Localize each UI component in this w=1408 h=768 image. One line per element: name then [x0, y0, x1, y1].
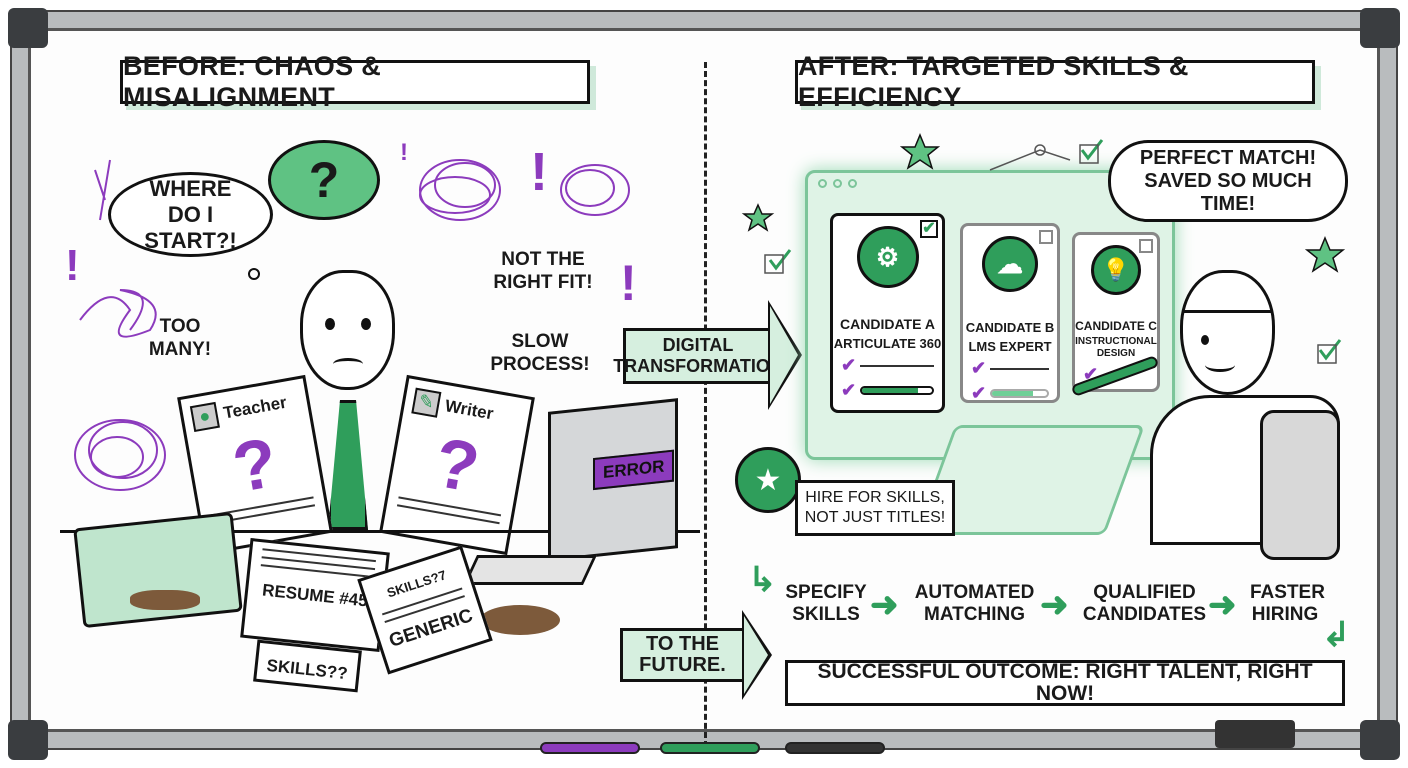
workflow-step: SPECIFY SKILLS — [785, 582, 867, 625]
check-icon: ✔ — [841, 380, 857, 400]
candidate-name: CANDIDATE C — [1075, 319, 1157, 333]
keyboard — [463, 555, 597, 585]
curved-arrow-icon: ↳ — [748, 561, 777, 599]
after-title: AFTER: TARGETED SKILLS & EFFICIENCY — [798, 51, 1189, 112]
match-progress-bar — [990, 389, 1049, 398]
frame-corner — [1360, 8, 1400, 48]
callout-not-right-fit: NOT THE RIGHT FIT! — [493, 249, 593, 293]
to-the-future-arrow: TO THE FUTURE. — [620, 610, 772, 700]
candidate-name: CANDIDATE B — [965, 320, 1055, 335]
thought-text: WHERE DO I START?! — [144, 175, 237, 253]
svg-text:!: ! — [65, 241, 80, 290]
before-title: BEFORE: CHAOS & MISALIGNMENT — [123, 51, 382, 112]
happy-person-head — [1180, 270, 1275, 395]
sparkle-decorations — [741, 133, 1346, 364]
callout-too-many: TOO MANY! — [148, 316, 212, 360]
checkbox-checked[interactable]: ✔ — [920, 220, 938, 238]
skills-label: SKILLS?? — [265, 655, 349, 684]
curved-arrow-down-icon: ↲ — [1322, 616, 1351, 654]
frame-corner — [8, 8, 48, 48]
resume-title: Writer — [443, 396, 495, 424]
candidate-name: CANDIDATE A — [840, 316, 935, 332]
callout-slow-process: SLOW PROCESS! — [490, 331, 590, 375]
speech-text: PERFECT MATCH! SAVED SO MUCH TIME! — [1139, 146, 1317, 215]
coffee-spill — [130, 590, 200, 610]
arrow-label: DIGITAL TRANSFORMATION — [613, 328, 783, 384]
arrow-label: TO THE FUTURE. — [620, 628, 745, 682]
gear-icon: ⚙ — [856, 226, 919, 288]
workflow-step: AUTOMATED MATCHING — [914, 582, 1035, 625]
outcome-box: SUCCESSFUL OUTCOME: RIGHT TALENT, RIGHT … — [785, 660, 1345, 706]
digital-transformation-arrow: DIGITAL TRANSFORMATION — [613, 300, 802, 410]
office-chair — [1260, 410, 1340, 560]
eraser[interactable] — [1215, 720, 1295, 748]
arrow-right-icon: ➜ — [1208, 586, 1237, 624]
candidate-card-a[interactable]: ✔ ⚙ CANDIDATE A ARTICULATE 360 ✔ ✔ — [830, 213, 945, 413]
note-text: HIRE FOR SKILLS, NOT JUST TITLES! — [804, 489, 946, 526]
workflow-step: FASTER HIRING — [1250, 582, 1325, 625]
checkbox-unchecked[interactable] — [1039, 230, 1053, 244]
check-icon: ✔ — [841, 355, 857, 375]
error-label: ERROR — [593, 449, 675, 491]
thought-bubble: WHERE DO I START?! — [108, 172, 273, 257]
purple-marker[interactable] — [540, 742, 640, 754]
desk-edge — [60, 530, 700, 533]
thought-dot — [248, 268, 260, 280]
frame-corner — [8, 720, 48, 760]
candidate-card-b[interactable]: ☁ CANDIDATE B LMS EXPERT ✔ ✔ — [960, 223, 1060, 403]
candidate-skill: LMS EXPERT — [968, 339, 1052, 354]
hire-for-skills-note: HIRE FOR SKILLS, NOT JUST TITLES! — [795, 480, 955, 536]
broken-monitor: ERROR — [548, 398, 678, 562]
match-progress-bar — [860, 386, 934, 395]
frame-corner — [1360, 720, 1400, 760]
window-controls — [808, 173, 1172, 194]
panel-divider — [704, 62, 707, 747]
award-ribbon-icon: ★ — [735, 447, 801, 513]
coffee-spill — [480, 605, 560, 635]
cloud-icon: ☁ — [982, 236, 1038, 292]
candidate-skill: ARTICULATE 360 — [833, 336, 942, 351]
svg-text:!: ! — [400, 139, 408, 166]
resume-writer: ✎Writer ? — [379, 374, 535, 556]
pencil-icon: ✎ — [411, 387, 442, 418]
green-folders — [73, 511, 243, 629]
arrow-right-icon: ➜ — [870, 586, 899, 624]
speech-bubble: PERFECT MATCH! SAVED SO MUCH TIME! — [1108, 140, 1348, 222]
apple-icon: ● — [189, 401, 220, 433]
lightbulb-icon: 💡 — [1091, 245, 1141, 295]
candidate-skill: INSTRUCTIONAL DESIGN — [1075, 336, 1157, 359]
purple-scribble — [74, 419, 166, 491]
outcome-text: SUCCESSFUL OUTCOME: RIGHT TALENT, RIGHT … — [817, 660, 1313, 705]
black-marker[interactable] — [785, 742, 885, 754]
confused-cloud-icon: ? — [268, 140, 380, 220]
check-icon: ✔ — [971, 358, 987, 378]
checkbox-unchecked[interactable] — [1139, 239, 1153, 253]
check-icon: ✔ — [971, 383, 987, 403]
arrow-right-icon: ➜ — [1040, 586, 1069, 624]
stressed-person-head — [300, 270, 395, 390]
svg-text:!: ! — [620, 255, 637, 311]
green-marker[interactable] — [660, 742, 760, 754]
svg-text:!: ! — [530, 142, 548, 202]
resume-title: Teacher — [221, 392, 289, 423]
workflow-step: QUALIFIED CANDIDATES — [1082, 582, 1207, 625]
before-title-banner: BEFORE: CHAOS & MISALIGNMENT — [101, 51, 609, 115]
chaos-scribbles: !!!! — [65, 139, 637, 338]
after-title-banner: AFTER: TARGETED SKILLS & EFFICIENCY — [776, 51, 1334, 115]
